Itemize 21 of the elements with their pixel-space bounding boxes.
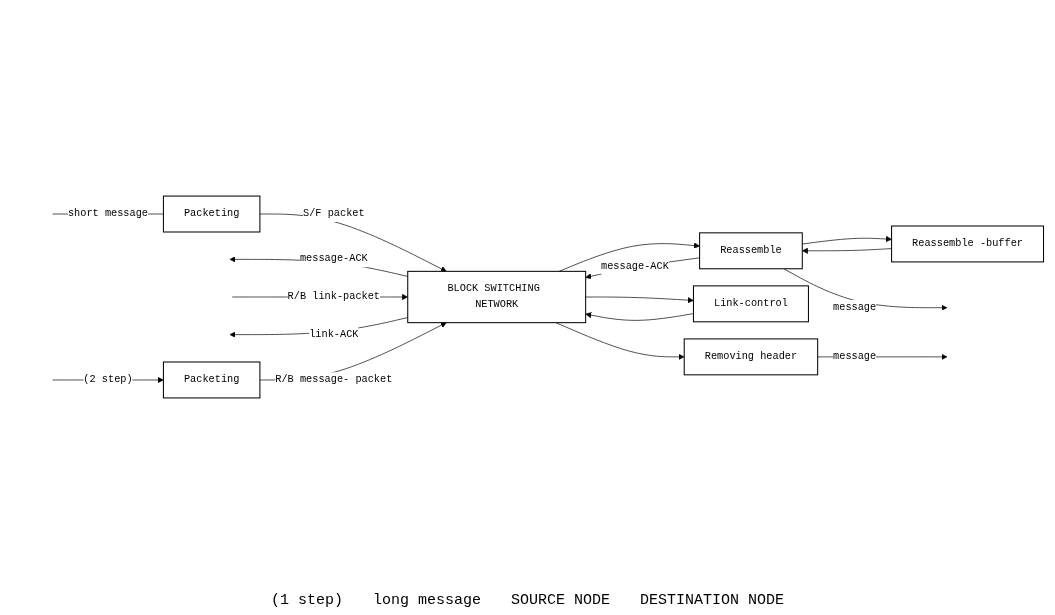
note-text: SOURCE NODE [511, 592, 610, 609]
edge-label: (2 step) [83, 373, 133, 386]
edge-label: R/B link-packet [287, 290, 381, 303]
edge-label: link-ACK [309, 328, 359, 340]
edge-label: short message [67, 207, 149, 220]
node-box: Packeting [162, 361, 261, 399]
edge-label: R/B message- packet [275, 373, 393, 386]
edge-label: message [833, 301, 877, 313]
note-text: (1 step) [270, 592, 343, 609]
edge-label: message-ACK [601, 260, 669, 272]
node-box: Link-control [692, 285, 809, 323]
node-box: Reassemble [699, 232, 803, 270]
node-box: Packeting [162, 195, 261, 233]
edge-label: S/F packet [303, 207, 365, 220]
node-box: BLOCK SWITCHING NETWORK [407, 270, 587, 324]
note-text: DESTINATION NODE [640, 592, 785, 609]
edge-label: message-ACK [299, 253, 368, 265]
edge-label: message [833, 350, 877, 363]
note-text: long message [372, 592, 481, 609]
node-box: Removing header [683, 338, 819, 376]
node-box: Reassemble -buffer [891, 225, 1045, 263]
